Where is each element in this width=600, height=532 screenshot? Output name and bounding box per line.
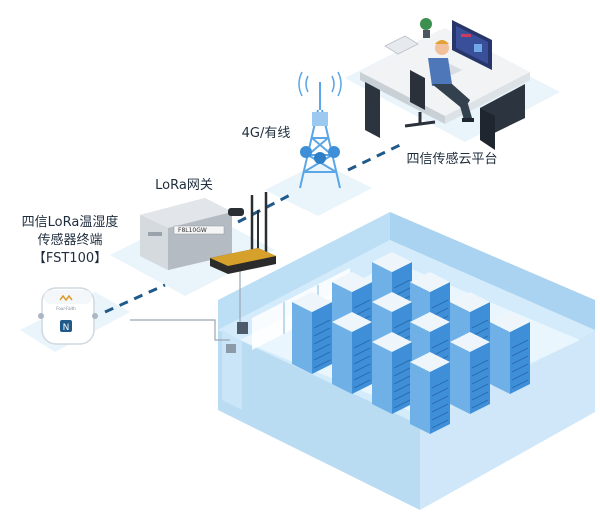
cell-tower xyxy=(298,71,342,189)
link-tower-cloud xyxy=(347,143,401,172)
gateway-model-text: F8L10GW xyxy=(178,227,207,234)
nfc-icon xyxy=(60,320,72,332)
gateway-label: LoRa网关 xyxy=(155,178,213,193)
tower-platform xyxy=(265,162,372,216)
brand-logo-icon xyxy=(59,294,73,302)
lora-gateway-device: F8L10GW xyxy=(140,192,276,274)
server-rack xyxy=(292,292,332,374)
link-gateway-tower xyxy=(237,192,293,224)
server-rack xyxy=(450,332,490,414)
cloud-office xyxy=(360,18,530,150)
sensor-label-line1: 四信LoRa温湿度 xyxy=(22,214,119,230)
server-rack xyxy=(490,312,530,394)
svg-text:N: N xyxy=(63,323,70,333)
server-rack xyxy=(372,332,412,414)
link-sensor-gateway xyxy=(104,283,166,314)
signal-waves-icon xyxy=(298,71,342,97)
server-racks xyxy=(292,252,530,434)
labels: 四信LoRa温湿度 传感器终端 【FST100】 LoRa网关 4G/有线 四信… xyxy=(22,126,498,266)
link-lines xyxy=(104,143,401,314)
wall-sensor-box xyxy=(237,322,248,334)
server-rack xyxy=(410,352,450,434)
wall-sensor-device xyxy=(226,344,236,353)
sensor-brand-text: Four-Faith xyxy=(56,306,76,311)
sensor-model-label: 【FST100】 xyxy=(33,251,107,266)
network-label: 4G/有线 xyxy=(242,126,291,141)
server-rack xyxy=(332,312,372,394)
sensor-device: N Four-Faith xyxy=(38,287,98,345)
sensor-label-line2: 传感器终端 xyxy=(37,232,102,248)
cloud-label: 四信传感云平台 xyxy=(406,151,497,167)
person-head xyxy=(435,41,449,55)
